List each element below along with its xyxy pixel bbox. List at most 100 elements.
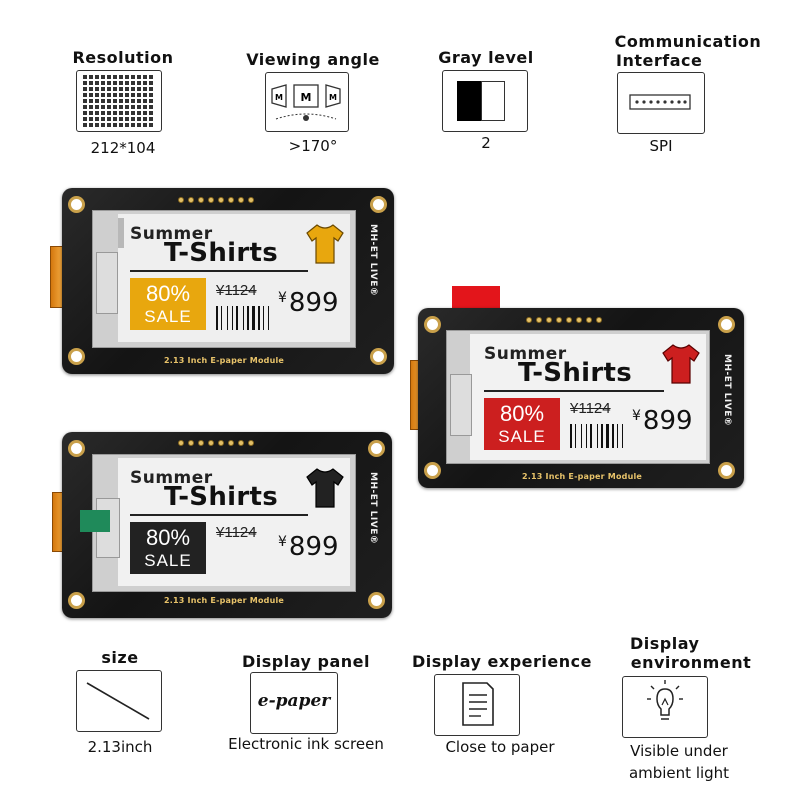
grid-cell: [149, 93, 153, 97]
grid-cell: [137, 75, 141, 79]
grid-cell: [119, 123, 123, 127]
view-letter-right: M: [329, 93, 337, 102]
grid-cell: [119, 99, 123, 103]
spec-display-environment-title-2: environment: [630, 653, 752, 672]
grid-cell: [89, 99, 93, 103]
barcode-bar: [216, 306, 218, 330]
grid-cell: [125, 117, 129, 121]
grid-cell: [107, 93, 111, 97]
view-letter-center: M: [301, 91, 312, 104]
grid-cell: [119, 75, 123, 79]
spec-interface: Communication Interface: [606, 32, 770, 70]
grid-cell: [131, 75, 135, 79]
grid-cell: [101, 75, 105, 79]
grid-cell: [149, 105, 153, 109]
summer-text: Summer: [130, 224, 213, 244]
grid-cell: [95, 93, 99, 97]
grid-cell: [101, 81, 105, 85]
grid-cell: [83, 105, 87, 109]
grid-cell: [119, 117, 123, 121]
barcode-bar: [221, 306, 222, 330]
spec-display-experience-title: Display experience: [412, 652, 592, 671]
grid-cell: [107, 117, 111, 121]
grid-cell: [89, 105, 93, 109]
mount-hole: [718, 316, 735, 333]
adhesive-tab: [96, 252, 118, 314]
grid-cell: [113, 123, 117, 127]
grid-cell: [137, 105, 141, 109]
grid-cell: [119, 87, 123, 91]
grid-cell: [131, 99, 135, 103]
brand-label: MH-ET LIVE®: [722, 354, 732, 427]
spec-display-panel: Display panel: [228, 652, 384, 671]
grid-cell: [101, 117, 105, 121]
sale-box: 80% SALE: [130, 278, 206, 330]
spec-display-experience-value: Close to paper: [445, 738, 555, 756]
barcode-bar: [236, 306, 238, 330]
barcode-bar: [597, 424, 598, 448]
grid-cell: [95, 75, 99, 79]
barcode-bar: [263, 306, 264, 330]
spec-display-environment-value-2: ambient light: [628, 764, 730, 782]
grid-cell: [125, 123, 129, 127]
mount-hole: [368, 440, 385, 457]
new-price: ¥899: [278, 288, 339, 318]
grid-cell: [89, 117, 93, 121]
barcode-bar: [586, 424, 587, 448]
spec-viewing-angle-title: Viewing angle: [246, 50, 380, 69]
view-letter-left: M: [275, 93, 283, 102]
mount-hole: [424, 316, 441, 333]
barcode-bar: [268, 306, 269, 330]
grid-cell: [83, 87, 87, 91]
sale-label: SALE: [144, 551, 192, 570]
grid-cell: [95, 99, 99, 103]
currency-symbol: ¥: [632, 408, 641, 424]
grid-cell: [125, 87, 129, 91]
sale-box: 80% SALE: [484, 398, 560, 450]
grid-cell: [113, 105, 117, 109]
grid-cell: [113, 75, 117, 79]
grid-cell: [131, 93, 135, 97]
spec-size-title: size: [101, 648, 139, 667]
mount-hole: [370, 348, 387, 365]
tshirts-text: T-Shirts: [164, 482, 278, 512]
epaper-screen: Summer T-Shirts 80% SALE ¥1124 ¥899: [118, 214, 350, 342]
barcode-bar: [622, 424, 623, 448]
grid-cell: [83, 117, 87, 121]
grid-cell: [125, 99, 129, 103]
grid-cell: [113, 93, 117, 97]
grid-cell: [149, 117, 153, 121]
grid-cell: [83, 81, 87, 85]
grid-cell: [107, 105, 111, 109]
spec-interface-title-2: Interface: [616, 51, 703, 70]
grid-cell: [119, 111, 123, 115]
epaper-module-red: Summer T-Shirts 80% SALE ¥1124 ¥899 2.13…: [406, 284, 746, 490]
sale-percent: 80%: [145, 281, 191, 306]
sale-box: 80% SALE: [130, 522, 206, 574]
grid-cell: [149, 123, 153, 127]
spec-display-environment-value-1: Visible under: [630, 742, 728, 760]
lightbulb-icon: [622, 676, 708, 738]
spec-display-experience: Display experience: [404, 652, 600, 671]
spec-interface-value: SPI: [649, 137, 673, 155]
viewing-angle-icon: M M M: [265, 72, 349, 132]
mount-hole: [68, 196, 85, 213]
new-price: ¥899: [632, 406, 693, 436]
grid-cell: [107, 123, 111, 127]
barcode-bar: [617, 424, 618, 448]
grid-cell: [113, 117, 117, 121]
grid-cell: [143, 111, 147, 115]
grid-cell: [95, 123, 99, 127]
grid-cell: [95, 105, 99, 109]
barcode-bar: [601, 424, 603, 448]
tshirt-icon: [306, 224, 344, 264]
barcode-bar: [243, 306, 244, 330]
barcode-bar: [581, 424, 582, 448]
spec-gray-level-title: Gray level: [438, 48, 534, 67]
epaper-icon-text: e-paper: [257, 691, 331, 711]
grid-cell: [143, 99, 147, 103]
grid-cell: [101, 123, 105, 127]
grid-cell: [131, 87, 135, 91]
spec-viewing-angle-value: >170°: [288, 137, 338, 155]
grid-cell: [107, 87, 111, 91]
